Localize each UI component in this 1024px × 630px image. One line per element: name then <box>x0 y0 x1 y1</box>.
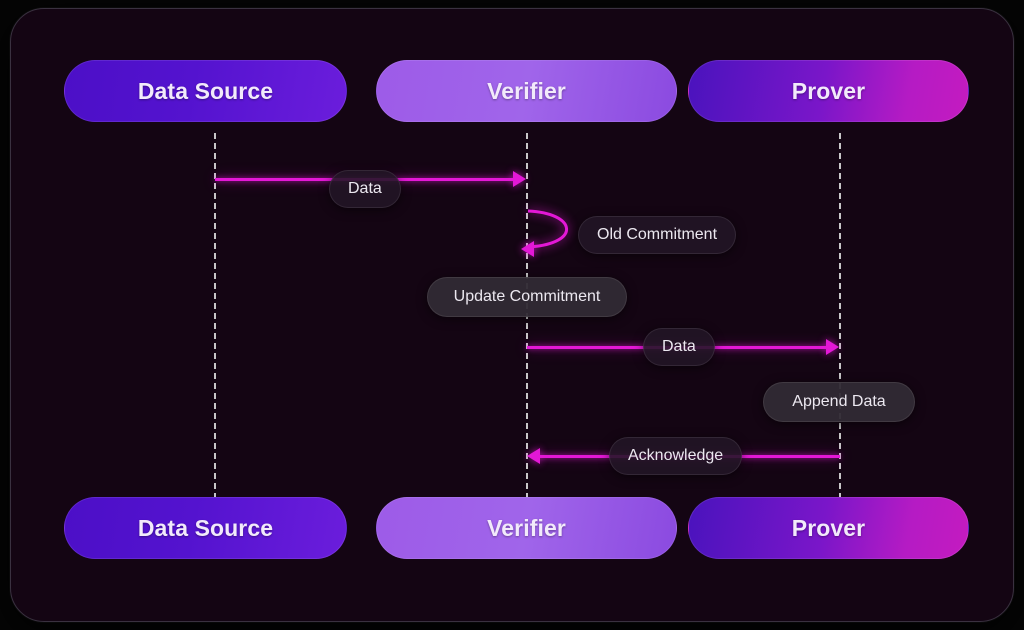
participant-label-data-source-top: Data Source <box>137 77 274 104</box>
participant-box-verifier-bottom[interactable]: Verifier <box>376 497 677 559</box>
note-append-data-text: Append Data <box>792 393 886 410</box>
message-label-data-1-text: Data <box>348 180 382 197</box>
message-label-old-commitment-text: Old Commitment <box>597 226 718 243</box>
note-update-commitment-text: Update Commitment <box>453 288 601 305</box>
participant-label-prover-top: Prover <box>791 77 866 104</box>
lifeline-verifier <box>526 133 528 509</box>
arrow-head-verifier-to-prover <box>826 339 839 355</box>
participant-label-prover-bottom: Prover <box>791 514 866 541</box>
arrow-head-data-source-to-verifier <box>513 171 526 187</box>
note-update-commitment: Update Commitment <box>427 277 627 317</box>
lifeline-prover <box>839 133 841 509</box>
message-label-data-1: Data <box>329 170 401 208</box>
participant-box-prover-bottom[interactable]: Prover <box>688 497 969 559</box>
participant-box-data-source-bottom[interactable]: Data Source <box>64 497 347 559</box>
lifeline-data-source <box>214 133 216 509</box>
note-append-data: Append Data <box>763 382 915 422</box>
participant-box-verifier-top[interactable]: Verifier <box>376 60 677 122</box>
participant-label-verifier-bottom: Verifier <box>487 514 566 541</box>
participant-box-data-source-top[interactable]: Data Source <box>64 60 347 122</box>
participant-label-verifier-top: Verifier <box>487 77 566 104</box>
self-message-arc-old-commitment <box>527 209 568 249</box>
message-label-data-2: Data <box>643 328 715 366</box>
message-label-acknowledge: Acknowledge <box>609 437 743 475</box>
participant-box-prover-top[interactable]: Prover <box>688 60 969 122</box>
arrow-head-prover-to-verifier <box>527 448 540 464</box>
message-label-old-commitment: Old Commitment <box>578 216 737 254</box>
message-label-acknowledge-text: Acknowledge <box>628 447 724 464</box>
arrow-head-old-commitment <box>521 241 534 257</box>
message-label-data-2-text: Data <box>662 338 696 355</box>
participant-label-data-source-bottom: Data Source <box>137 514 274 541</box>
sequence-diagram-card: Data Source Verifier Prover Data Source … <box>10 8 1014 622</box>
